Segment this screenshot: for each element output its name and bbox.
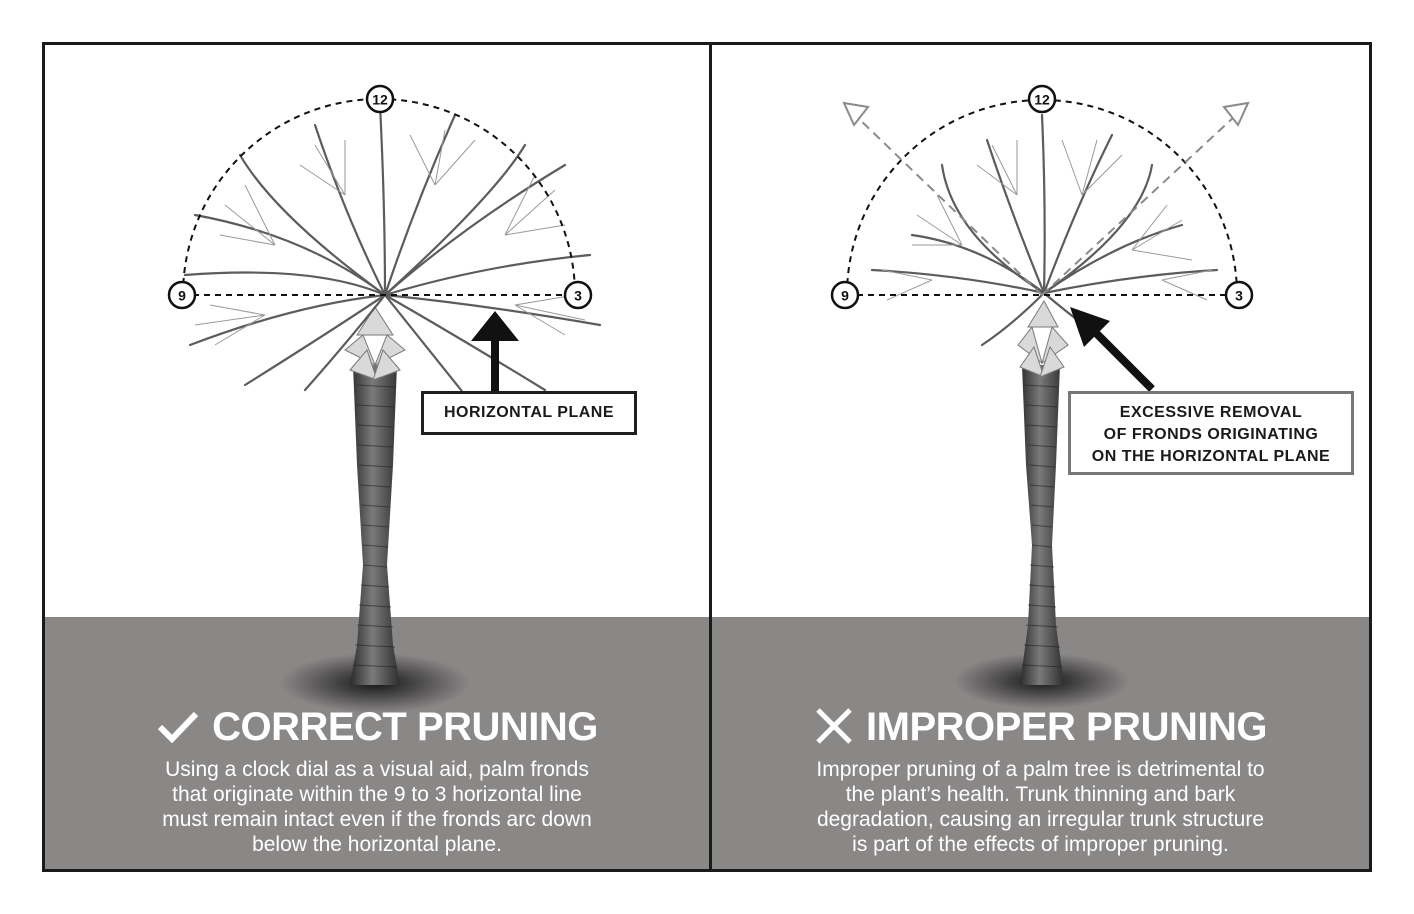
callout-text: HORIZONTAL PLANE bbox=[444, 404, 614, 421]
clock-marker-9: 9 bbox=[169, 282, 195, 308]
correct-pruning-heading: CORRECT PRUNING bbox=[45, 705, 709, 750]
callout-line-2: OF FRONDS ORIGINATING bbox=[1071, 424, 1351, 446]
clock-marker-9: 9 bbox=[832, 282, 858, 308]
checkmark-icon bbox=[156, 710, 200, 744]
callout-line-3: ON THE HORIZONTAL PLANE bbox=[1071, 446, 1351, 468]
description-line-3: degradation, causing an irregular trunk … bbox=[742, 807, 1339, 832]
clock-marker-12: 12 bbox=[1029, 86, 1055, 112]
clock-marker-12: 12 bbox=[367, 86, 393, 112]
description-line-3: must remain intact even if the fronds ar… bbox=[75, 807, 679, 832]
description-line-1: Using a clock dial as a visual aid, palm… bbox=[75, 757, 679, 782]
clock-label-3: 3 bbox=[1235, 288, 1243, 304]
clock-label-9: 9 bbox=[841, 288, 849, 304]
excessive-removal-callout: EXCESSIVE REMOVAL OF FRONDS ORIGINATING … bbox=[1068, 391, 1354, 475]
clock-label-3: 3 bbox=[574, 288, 582, 304]
palm-trunk bbox=[1020, 365, 1064, 685]
pruning-limit-line-left bbox=[857, 117, 1042, 295]
callout-arrow bbox=[1070, 307, 1152, 389]
frond-leaflets bbox=[882, 140, 1212, 300]
correct-pruning-description: Using a clock dial as a visual aid, palm… bbox=[75, 757, 679, 857]
description-line-2: the plant’s health. Trunk thinning and b… bbox=[742, 782, 1339, 807]
callout-arrow bbox=[471, 311, 519, 393]
infographic-frame: 12 9 3 HORIZONTAL PLANE CORRECT PRUNING bbox=[42, 42, 1372, 872]
correct-pruning-panel: 12 9 3 HORIZONTAL PLANE CORRECT PRUNING bbox=[45, 45, 709, 869]
pruning-limit-line-right bbox=[1042, 117, 1234, 295]
heading-text: CORRECT PRUNING bbox=[212, 705, 598, 749]
improper-pruning-panel: 12 9 3 EXCESSIVE REMOVAL OF FRONDS ORIGI… bbox=[712, 45, 1369, 869]
description-line-2: that originate within the 9 to 3 horizon… bbox=[75, 782, 679, 807]
horizontal-plane-callout: HORIZONTAL PLANE bbox=[421, 391, 637, 435]
clock-marker-3: 3 bbox=[565, 282, 591, 308]
clock-label-9: 9 bbox=[178, 288, 186, 304]
heading-text: IMPROPER PRUNING bbox=[866, 705, 1267, 749]
callout-line-1: EXCESSIVE REMOVAL bbox=[1071, 402, 1351, 424]
improper-pruning-heading: IMPROPER PRUNING bbox=[712, 705, 1369, 750]
clock-label-12: 12 bbox=[372, 92, 388, 108]
description-line-1: Improper pruning of a palm tree is detri… bbox=[742, 757, 1339, 782]
clock-label-12: 12 bbox=[1034, 92, 1050, 108]
description-line-4: is part of the effects of improper pruni… bbox=[742, 832, 1339, 857]
x-cross-icon bbox=[814, 708, 854, 744]
limit-arrowhead-left bbox=[844, 103, 868, 125]
improper-pruning-description: Improper pruning of a palm tree is detri… bbox=[742, 757, 1339, 857]
description-line-4: below the horizontal plane. bbox=[75, 832, 679, 857]
limit-arrowhead-right bbox=[1224, 103, 1248, 125]
clock-marker-3: 3 bbox=[1226, 282, 1252, 308]
palm-trunk bbox=[350, 365, 400, 685]
